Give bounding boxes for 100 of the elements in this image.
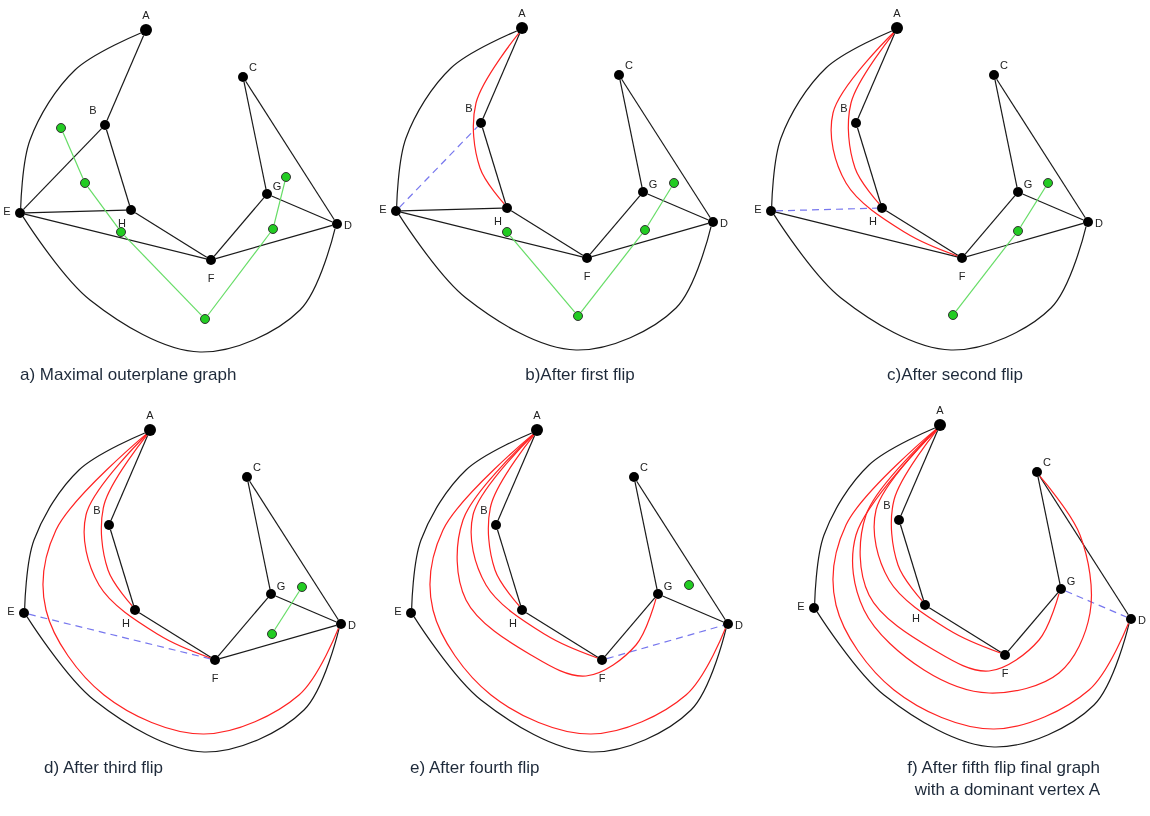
edge-line: [481, 127, 507, 204]
edge-line: [857, 32, 896, 119]
edge-line: [273, 181, 286, 225]
edge-line: [400, 211, 583, 258]
edge-line: [996, 78, 1086, 219]
edge-line: [856, 127, 882, 204]
vertex-label: D: [343, 218, 353, 232]
edge-line: [217, 597, 269, 657]
vertex-label: E: [378, 202, 388, 216]
edge-line: [271, 195, 333, 223]
vertex-label: B: [92, 503, 102, 517]
vertex-label: A: [532, 408, 542, 422]
edge-line: [955, 234, 1016, 312]
curved-edge: [832, 428, 1130, 730]
curved-edge: [847, 32, 895, 205]
vertex-label: D: [734, 618, 744, 632]
vertex-label: C: [999, 58, 1009, 72]
curved-edge: [771, 30, 893, 207]
edge-line: [621, 78, 711, 219]
vertex-label: H: [121, 616, 131, 630]
caption: e) After fourth flip: [410, 757, 541, 779]
curved-edge: [24, 432, 146, 609]
dashed-edge: [398, 126, 479, 208]
edge-line: [22, 128, 103, 210]
edge-line: [497, 434, 536, 521]
vertex-label: E: [393, 604, 403, 618]
edge-line: [134, 212, 208, 258]
edge-line: [510, 210, 584, 256]
curved-edge: [470, 434, 599, 659]
curved-edge: [816, 611, 1130, 748]
edge-line: [106, 34, 145, 121]
vertex-label: C: [1042, 455, 1052, 469]
edge-line: [400, 207, 503, 212]
vertex-label: B: [882, 498, 892, 512]
vertex-label: E: [796, 599, 806, 613]
edge-line: [62, 132, 84, 179]
vertex-label: A: [141, 8, 151, 22]
edge-line: [219, 624, 337, 660]
caption: f) After fifth flip final graph with a dominant vertex A: [906, 757, 1100, 801]
vertex-label: D: [347, 618, 357, 632]
vertex-label: F: [582, 269, 592, 283]
vertex-label: D: [1137, 613, 1147, 627]
vertex-label: F: [1000, 666, 1010, 680]
curved-edge: [487, 434, 535, 607]
edge-line: [245, 80, 335, 221]
vertex-label: A: [935, 403, 945, 417]
edge-line: [966, 222, 1084, 258]
curved-edge: [398, 214, 712, 351]
vertex-label: G: [1022, 177, 1034, 191]
curved-edge: [773, 214, 1087, 351]
edge-line: [928, 607, 1002, 653]
vertex-label: E: [6, 604, 16, 618]
vertex-label: H: [508, 616, 518, 630]
vertex-label: A: [517, 6, 527, 20]
vertex-label: F: [957, 269, 967, 283]
edge-line: [509, 235, 576, 313]
edge-line: [123, 235, 203, 316]
vertex-label: E: [753, 202, 763, 216]
edge-line: [24, 209, 127, 214]
vertex-label: B: [88, 103, 98, 117]
vertex-label: G: [275, 579, 287, 593]
edge-line: [247, 481, 271, 590]
vertex-label: B: [479, 503, 489, 517]
edge-line: [482, 32, 521, 119]
curved-edge: [42, 433, 340, 735]
curved-edge: [814, 427, 936, 604]
vertex-label: F: [597, 671, 607, 685]
edge-line: [110, 434, 149, 521]
edge-line: [249, 480, 339, 621]
vertex-label: G: [1065, 574, 1077, 588]
edge-line: [580, 233, 643, 313]
curved-edge: [851, 429, 1093, 694]
curved-edge: [890, 429, 938, 602]
vertex-label: C: [624, 58, 634, 72]
curved-edge: [396, 30, 518, 207]
curved-edge: [83, 434, 212, 659]
vertex-label: F: [210, 671, 220, 685]
edge-line: [207, 232, 271, 316]
curved-edge: [100, 434, 148, 607]
edge-line: [243, 81, 267, 190]
vertex-label: H: [493, 214, 503, 228]
edge-line: [900, 429, 939, 516]
edge-line: [662, 595, 724, 623]
curved-edge: [413, 616, 727, 753]
curved-edge: [20, 32, 142, 209]
edge-line: [138, 612, 212, 658]
curved-edge: [429, 433, 727, 735]
edge-line: [24, 213, 207, 260]
caption: d) After third flip: [44, 757, 165, 779]
edge-line: [634, 481, 658, 590]
caption: c)After second flip: [885, 364, 1025, 386]
edge-line: [619, 79, 643, 188]
edge-line: [964, 195, 1016, 255]
edge-line: [1007, 592, 1059, 652]
vertex-label: C: [248, 60, 258, 74]
edge-line: [274, 590, 300, 631]
curved-edge: [22, 216, 336, 353]
vertex-label: G: [647, 177, 659, 191]
vertex-label: G: [662, 579, 674, 593]
vertex-label: E: [2, 204, 12, 218]
